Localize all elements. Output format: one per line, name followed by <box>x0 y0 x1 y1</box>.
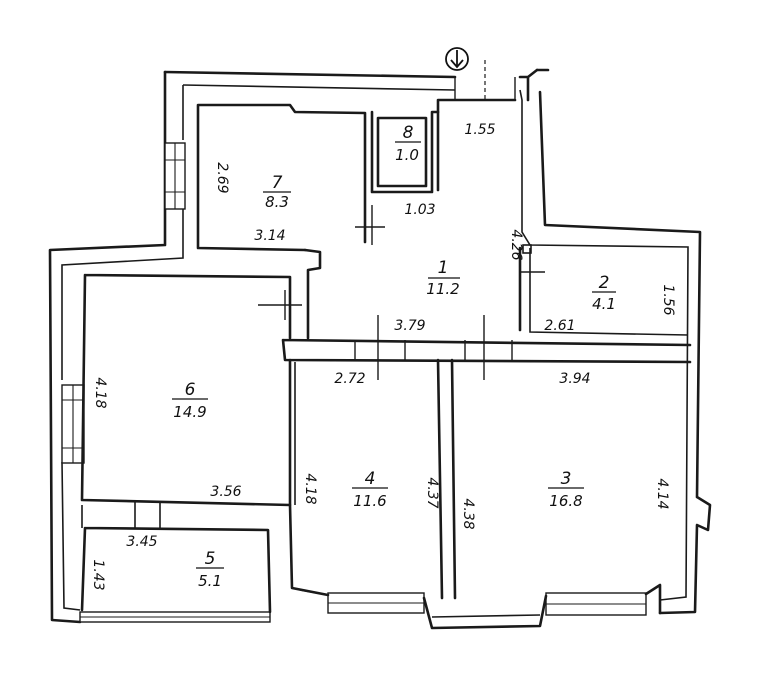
room-area: 11.6 <box>353 492 386 510</box>
room-label-8: 8 1.0 <box>395 123 421 164</box>
dimension-label: 1.43 <box>90 559 106 590</box>
room-area: 4.1 <box>592 295 616 313</box>
room-area: 1.0 <box>395 146 419 164</box>
room-area: 14.9 <box>173 403 206 421</box>
room-label-1: 1 11.2 <box>426 258 460 298</box>
room-number: 8 <box>403 123 414 143</box>
dimension-label: 1.55 <box>464 122 495 138</box>
dimension-label: 4.18 <box>302 473 318 504</box>
room-label-3: 3 16.8 <box>548 469 584 510</box>
dimension-label: 4.37 <box>424 477 440 508</box>
dimension-label: 3.56 <box>210 484 241 500</box>
room-label-6: 6 14.9 <box>172 380 208 421</box>
room-label-4: 4 11.6 <box>352 469 388 510</box>
dimension-label: 2.72 <box>334 371 365 387</box>
room-number: 4 <box>365 469 376 489</box>
room-area: 11.2 <box>426 280 459 298</box>
dimension-label: 4.18 <box>92 377 108 408</box>
room-label-7: 7 8.3 <box>263 173 291 211</box>
room-number: 7 <box>272 173 283 193</box>
dimension-label: 3.79 <box>394 318 425 334</box>
room-number: 1 <box>438 258 449 278</box>
room-number: 3 <box>561 469 572 489</box>
dimension-label: 4.14 <box>654 478 670 509</box>
room-label-2: 2 4.1 <box>592 273 616 313</box>
room-number: 2 <box>599 273 610 293</box>
room-number: 6 <box>185 380 196 400</box>
dimension-label: 4.38 <box>460 498 476 529</box>
windows <box>61 142 662 630</box>
dimension-label: 3.14 <box>254 228 285 244</box>
room-area: 16.8 <box>549 492 582 510</box>
interior-walls <box>80 98 692 614</box>
entrance-arrow-icon <box>445 47 469 71</box>
dimension-labels: 1.55 1.03 3.14 3.79 2.61 2.72 3.94 3.56 … <box>90 122 676 591</box>
room-area: 8.3 <box>265 193 289 211</box>
dimension-label: 1.56 <box>660 284 676 315</box>
room-area: 5.1 <box>198 572 222 590</box>
dimension-label: 2.69 <box>214 162 230 193</box>
room-label-5: 5 5.1 <box>196 549 224 590</box>
dimension-label: 3.45 <box>126 534 157 550</box>
dimension-label: 2.61 <box>544 318 575 334</box>
dimension-label: 4.26 <box>508 229 524 260</box>
dimension-label: 1.03 <box>404 202 435 218</box>
room-number: 5 <box>205 549 216 569</box>
dimension-label: 3.94 <box>559 371 590 387</box>
doors <box>258 60 545 380</box>
